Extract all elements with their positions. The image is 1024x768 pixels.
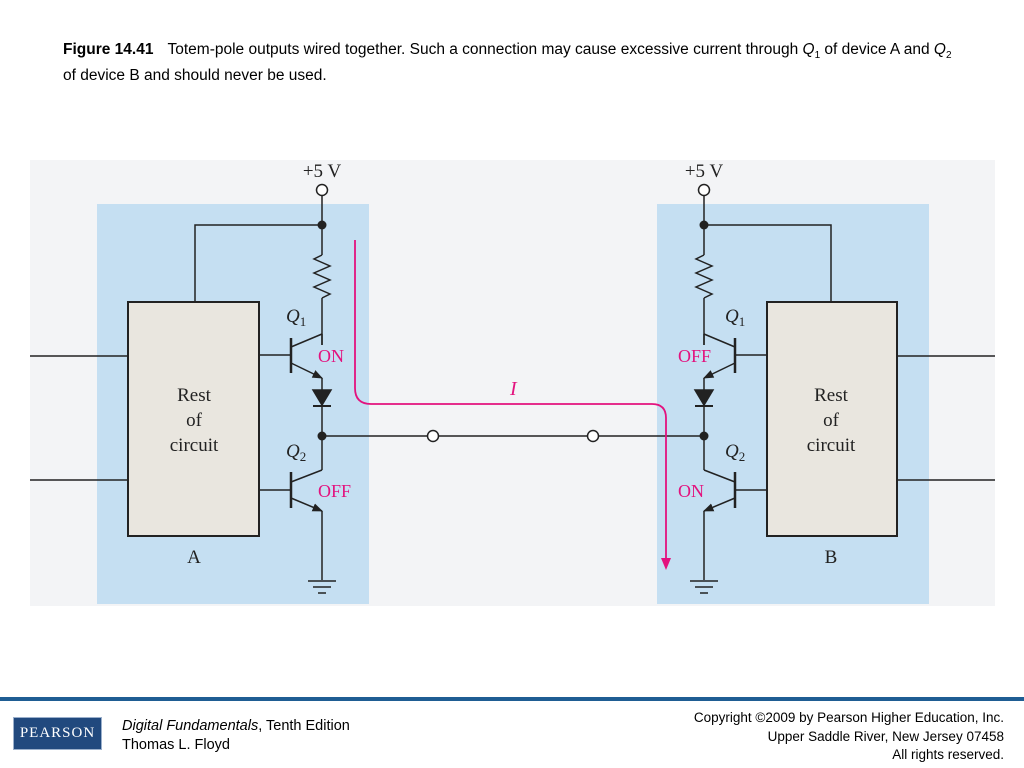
- q2-b-state: ON: [678, 481, 704, 501]
- block-a-line-2: of: [186, 410, 203, 431]
- book-title: Digital Fundamentals: [122, 718, 259, 734]
- figure-label: Figure 14.41: [63, 41, 154, 58]
- q2-a-emitter: [290, 497, 323, 512]
- block-a-line-3: circuit: [170, 435, 219, 456]
- copyright-block: Copyright ©2009 by Pearson Higher Educat…: [694, 709, 1004, 765]
- q1-a-state: ON: [318, 346, 344, 366]
- q1-a-collector: [290, 333, 323, 348]
- copyright-line-2: Upper Saddle River, New Jersey 07458: [767, 728, 1004, 744]
- author: Thomas L. Floyd: [122, 737, 230, 753]
- device-a-label: A: [187, 547, 201, 568]
- resistor-b: [694, 254, 714, 299]
- q1-a-emitter: [290, 362, 323, 379]
- junction-a-top: [317, 220, 327, 230]
- block-b-line-3: circuit: [807, 435, 856, 456]
- block-b-supply-wire: [704, 224, 832, 302]
- block-b-line-2: of: [823, 410, 840, 431]
- q1-a-label: Q1: [286, 306, 306, 329]
- caption-text-1: Totem-pole outputs wired together. Such …: [167, 41, 803, 58]
- caption-q2-symbol: Q: [933, 41, 946, 58]
- junction-b-top: [699, 220, 709, 230]
- pearson-logo: PEARSON: [13, 717, 102, 750]
- caption-text-2: of device A and: [820, 41, 934, 58]
- q1-b-state: OFF: [678, 346, 711, 366]
- caption-text-3: of device B and should never be used.: [63, 67, 327, 85]
- device-b-label: B: [825, 547, 838, 568]
- supply-label-b: +5 V: [685, 161, 724, 182]
- q2-a-collector: [290, 469, 323, 483]
- q1-b-emitter: [703, 362, 736, 379]
- supply-label-a: +5 V: [303, 161, 342, 182]
- copyright-line-3: All rights reserved.: [892, 747, 1004, 762]
- q2-b-collector: [703, 469, 736, 483]
- q2-b-emitter: [703, 497, 736, 512]
- figure-caption: Figure 14.41 Totem-pole outputs wired to…: [63, 40, 963, 86]
- copyright-line-1: Copyright ©2009 by Pearson Higher Educat…: [693, 710, 1004, 725]
- rest-of-circuit-block-a: [127, 301, 260, 537]
- footer-divider: [0, 697, 1024, 701]
- caption-q2-sub: 2: [945, 50, 952, 62]
- q2-a-state: OFF: [318, 481, 351, 501]
- resistor-a: [312, 254, 332, 299]
- q2-b-label: Q2: [725, 441, 745, 464]
- current-arrowhead: [661, 558, 671, 570]
- junction-b-output: [699, 431, 709, 441]
- supply-terminal-a: [315, 183, 329, 197]
- block-a-line-1: Rest: [177, 385, 212, 406]
- q1-b-collector: [703, 333, 736, 348]
- q1-b-label: Q1: [725, 306, 745, 329]
- caption-q1-sub: 1: [814, 50, 821, 62]
- supply-terminal-b: [697, 183, 711, 197]
- book-credit: Digital Fundamentals, Tenth Edition Thom…: [122, 717, 350, 755]
- output-terminal-a: [426, 429, 440, 443]
- current-label: I: [509, 378, 518, 400]
- book-title-line: Digital Fundamentals, Tenth Edition: [122, 717, 350, 736]
- rest-of-circuit-block-b: [766, 301, 898, 537]
- diode-b: [693, 389, 715, 407]
- q2-a-label: Q2: [286, 441, 306, 464]
- block-b-line-1: Rest: [814, 385, 849, 406]
- diode-a: [311, 389, 333, 407]
- block-a-supply-wire: [194, 224, 322, 302]
- output-terminal-b: [586, 429, 600, 443]
- current-path: [354, 240, 667, 560]
- caption-q1-symbol: Q: [802, 41, 815, 58]
- book-edition: , Tenth Edition: [258, 718, 350, 734]
- junction-a-output: [317, 431, 327, 441]
